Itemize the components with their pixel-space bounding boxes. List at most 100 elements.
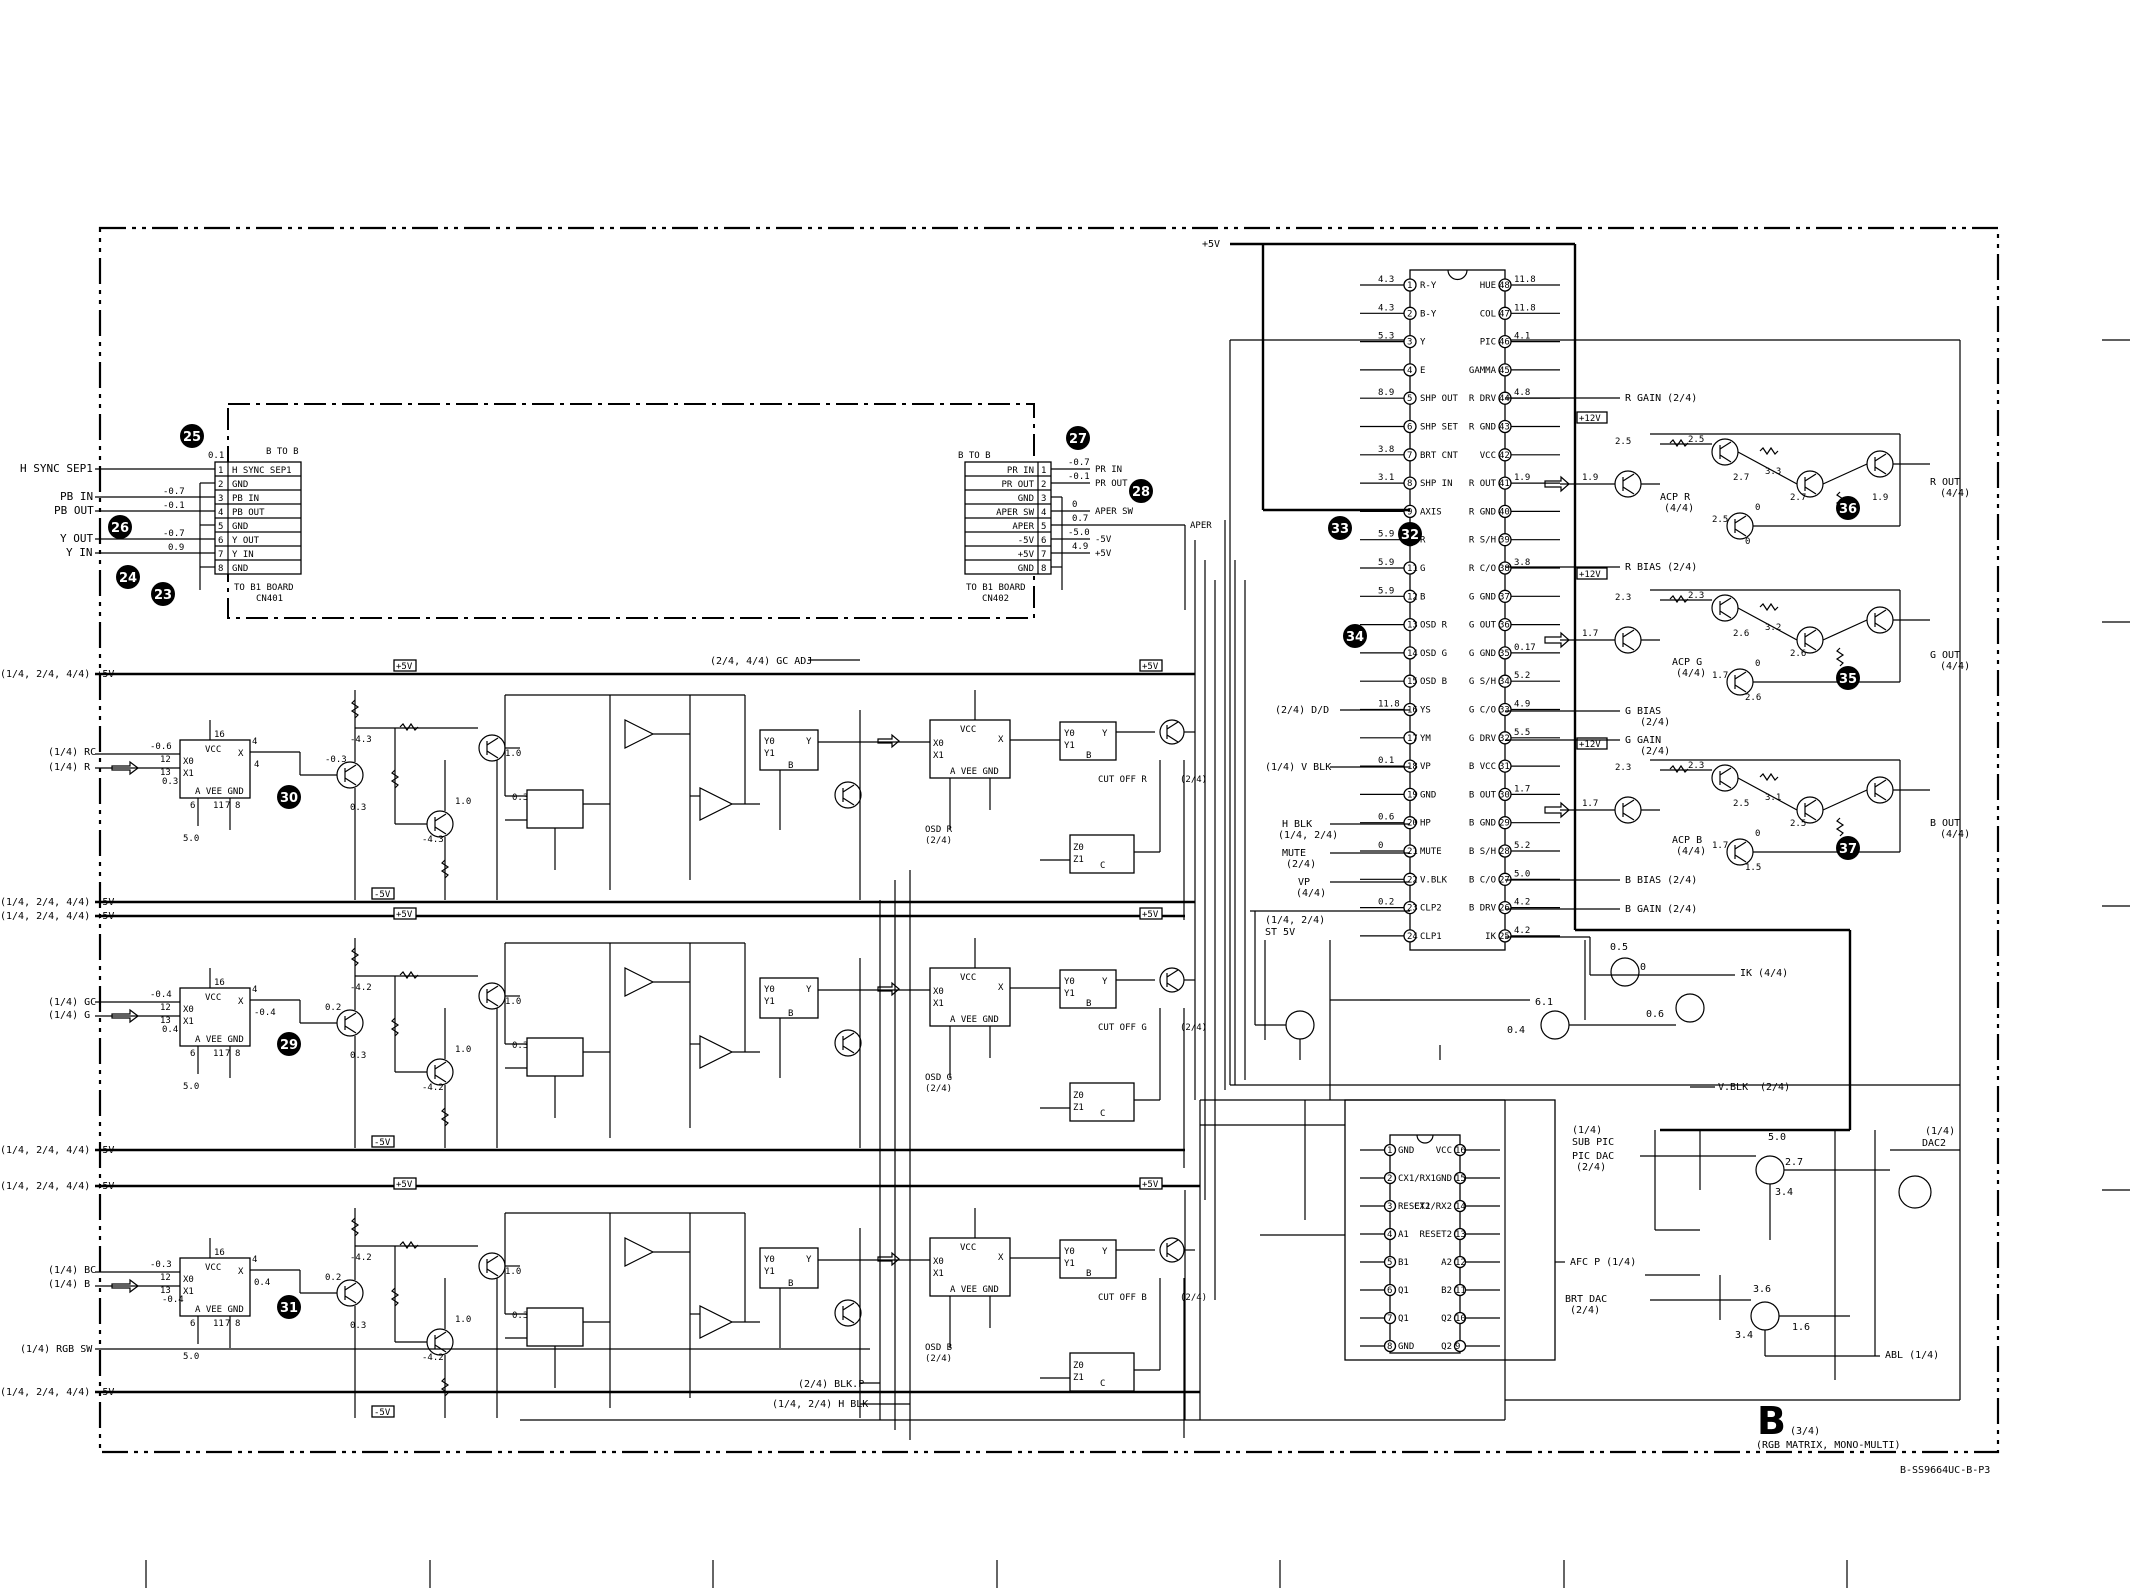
chan-v: 0.3 xyxy=(512,1311,528,1321)
ic-right-name: PIC xyxy=(1480,338,1496,348)
mm-pin xyxy=(1453,1283,1467,1297)
tag-p5v-2 xyxy=(1139,1177,1163,1190)
ic-pin-num: 42 xyxy=(1499,451,1510,461)
ic-pin-num: 22 xyxy=(1407,875,1418,885)
mm-right-name: VCC xyxy=(1436,1146,1452,1156)
switch-ic xyxy=(526,1037,584,1077)
selector-ic xyxy=(759,1247,819,1289)
tag-p5v2-text: +5V xyxy=(1142,910,1159,920)
mm-left-name: Q1 xyxy=(1398,1286,1409,1296)
wire xyxy=(1874,466,1887,475)
resistor xyxy=(399,1240,419,1250)
cutoff-ic xyxy=(1059,721,1117,761)
mux-avee: A VEE GND xyxy=(195,787,244,797)
ic-right-v: 5.5 xyxy=(1514,728,1530,738)
ic-pin-num: 44 xyxy=(1499,394,1510,404)
ic-left-name: CLP1 xyxy=(1420,932,1442,942)
ic-right-v: 5.2 xyxy=(1514,841,1530,851)
chan-v: 5.0 xyxy=(183,1352,199,1362)
ic-pin-num: 5 xyxy=(1407,394,1412,404)
wire xyxy=(842,1032,855,1041)
marker-num: 34 xyxy=(1346,630,1364,645)
mm-pin-num: 6 xyxy=(1387,1286,1392,1296)
mm-left-name: CX1/RX1 xyxy=(1398,1174,1436,1184)
ic-left-v: 5.3 xyxy=(1378,332,1394,342)
marker-num: 36 xyxy=(1839,502,1857,517)
mux-pin: 12 xyxy=(160,1003,171,1013)
mm-pin xyxy=(1383,1199,1397,1213)
wire xyxy=(1166,982,1179,991)
mm-pin xyxy=(1453,1143,1467,1157)
driver-v: 2.3 xyxy=(1615,763,1631,773)
ic-pin-num: 33 xyxy=(1499,706,1510,716)
cn401-v1: -0.7 xyxy=(163,487,185,497)
cn401-v2: -0.1 xyxy=(163,501,185,511)
label-acpr: ACP R xyxy=(1660,492,1691,503)
cn402-header: B TO B xyxy=(958,451,991,461)
wire xyxy=(1719,597,1732,606)
ic-pin-num: 14 xyxy=(1407,649,1418,659)
label-subpic0: (1/4) xyxy=(1572,1125,1602,1136)
ic-left-name: SHP SET xyxy=(1420,423,1459,433)
cn401-pin-num: 5 xyxy=(218,522,223,532)
ic-right-name: G C/O xyxy=(1469,706,1496,716)
mm-pin-num: 11 xyxy=(1455,1286,1466,1296)
chan-v: 0.3 xyxy=(350,1321,366,1331)
cut-y1: Y1 xyxy=(1064,989,1075,999)
driver-v: 1.7 xyxy=(1712,671,1728,681)
chan-v: 0.3 xyxy=(350,1051,366,1061)
misc-v6: 2.7 xyxy=(1785,1157,1803,1168)
rail-label-p5v-b: (1/4, 2/4, 4/4) +5V xyxy=(0,911,114,922)
chan-v: 0.3 xyxy=(512,793,528,803)
label-mute2: (2/4) xyxy=(1286,859,1316,870)
wire xyxy=(1622,486,1635,495)
driver-v: 2.5 xyxy=(1733,799,1749,809)
mm-pin xyxy=(1383,1311,1397,1325)
cn402-pin-name: PR OUT xyxy=(1001,480,1034,490)
marker-dot xyxy=(277,1032,301,1056)
ic-left-name: CLP2 xyxy=(1420,904,1442,914)
wire xyxy=(1622,799,1635,808)
ic-left-v: 5.9 xyxy=(1378,586,1394,596)
sel-b: B xyxy=(788,1009,793,1019)
cn402-v2: 0 xyxy=(1072,500,1077,510)
ic-right-v: 4.2 xyxy=(1514,926,1530,936)
sel-y: Y xyxy=(806,737,812,747)
label-gbias: G BIAS xyxy=(1625,706,1661,717)
sw2-z1: Z1 xyxy=(1073,1373,1084,1383)
label-ik: IK (4/4) xyxy=(1740,968,1788,979)
marker-28: 28 xyxy=(1129,479,1153,503)
label-pbin: PB IN xyxy=(60,490,93,503)
ic-pin-num: 32 xyxy=(1499,734,1510,744)
resistor xyxy=(440,1107,450,1127)
ic-right-name: IK xyxy=(1485,932,1496,942)
wire xyxy=(344,764,357,773)
ic-left-v: 8.9 xyxy=(1378,388,1394,398)
chan-v: 0.3 xyxy=(162,777,178,787)
ic-pin-num: 7 xyxy=(1407,451,1412,461)
mm-pin-num: 9 xyxy=(1455,1342,1460,1352)
ic-right-v: 1.9 xyxy=(1514,473,1530,483)
ic-pin-num: 20 xyxy=(1407,819,1418,829)
label-yin: Y IN xyxy=(66,546,93,559)
ic-left-v: 3.8 xyxy=(1378,445,1394,455)
misc-v5: 5.0 xyxy=(1768,1132,1786,1143)
marker-dot xyxy=(1398,522,1422,546)
ic-left-name: E xyxy=(1420,366,1425,376)
ic-left-v: 5.9 xyxy=(1378,530,1394,540)
mm-pin xyxy=(1453,1227,1467,1241)
wire xyxy=(1737,607,1798,641)
cn402-aper-label: APER xyxy=(1190,521,1212,531)
ic-pin-num: 47 xyxy=(1499,309,1510,319)
ic-left-name: YM xyxy=(1420,734,1431,744)
mm-left-name: A1 xyxy=(1398,1230,1409,1240)
transistor xyxy=(1159,1237,1185,1263)
mux-pin: 13 xyxy=(160,768,171,778)
chan-v: 0.2 xyxy=(325,1003,341,1013)
mux-pin: 8 xyxy=(235,1049,240,1059)
cn402-out-p5v: +5V xyxy=(1095,549,1112,559)
wire xyxy=(1622,473,1635,482)
cn401-pin-num: 8 xyxy=(218,564,223,574)
label-vp2: (4/4) xyxy=(1296,888,1326,899)
